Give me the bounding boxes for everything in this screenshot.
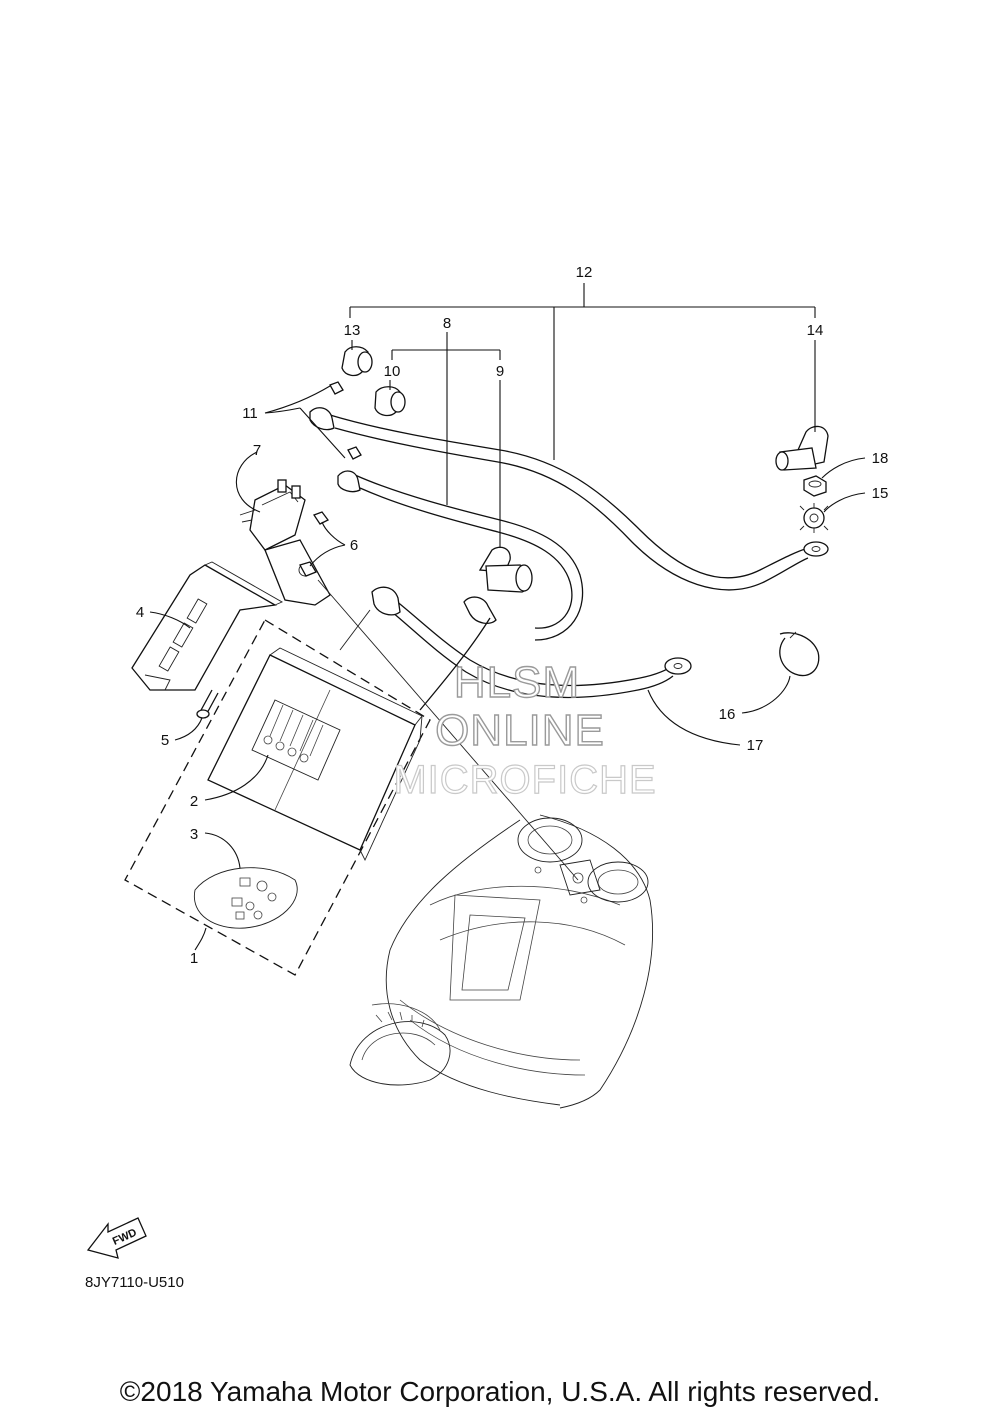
callout-5: 5 — [161, 732, 169, 749]
starter-relay — [239, 479, 306, 551]
callout-3: 3 — [190, 826, 198, 843]
callout-12: 12 — [576, 264, 593, 281]
copyright-notice: ©2018 Yamaha Motor Corporation, U.S.A. A… — [119, 1376, 881, 1407]
ground-lead — [317, 579, 579, 881]
watermark: HLSM ONLINE MICROFICHE — [393, 657, 657, 802]
callout-14: 14 — [807, 322, 824, 339]
battery-assembly-boundary — [124, 619, 431, 976]
watermark-line-3: MICROFICHE — [393, 758, 656, 802]
callout-4: 4 — [136, 604, 144, 621]
callout-16: 16 — [719, 706, 736, 723]
terminal-cap — [341, 346, 406, 417]
callout-15: 15 — [872, 485, 889, 502]
callout-6: 6 — [350, 537, 358, 554]
battery-cable-positive — [309, 407, 829, 591]
hex-nut — [803, 475, 827, 497]
callout-13: 13 — [344, 322, 361, 339]
cable-band — [779, 631, 820, 677]
terminal-cap-large — [775, 425, 829, 471]
callout-8: 8 — [443, 315, 451, 332]
terminal-nut — [329, 381, 362, 460]
watermark-line-2: ONLINE — [435, 706, 605, 755]
callout-18: 18 — [872, 450, 889, 467]
battery-cable-negative — [371, 586, 692, 699]
callout-2: 2 — [190, 793, 198, 810]
diagram-code: 8JY7110-U510 — [85, 1274, 184, 1291]
battery — [207, 647, 423, 862]
callout-11: 11 — [242, 405, 258, 422]
fwd-arrow-icon: FWD — [86, 1217, 147, 1259]
callout-10: 10 — [384, 363, 401, 380]
watermark-line-1: HLSM — [454, 658, 580, 707]
callout-17: 17 — [747, 737, 764, 754]
callout-labels: 12 13 8 14 10 9 11 7 18 15 6 4 16 5 17 2… — [136, 264, 889, 967]
terminal-boot — [419, 546, 533, 711]
hull-deck-outline — [349, 814, 653, 1109]
relay-mount-plate — [264, 539, 331, 606]
bolt — [196, 689, 219, 719]
battery-bracket — [131, 561, 284, 691]
terminal-parts-kit — [193, 867, 298, 929]
callout-1: 1 — [190, 950, 198, 967]
callout-9: 9 — [496, 363, 504, 380]
battery-cable-relay — [337, 470, 584, 641]
nut — [299, 511, 329, 577]
lock-washer — [799, 503, 829, 533]
leader-lines — [149, 283, 866, 951]
callout-7: 7 — [253, 442, 261, 459]
